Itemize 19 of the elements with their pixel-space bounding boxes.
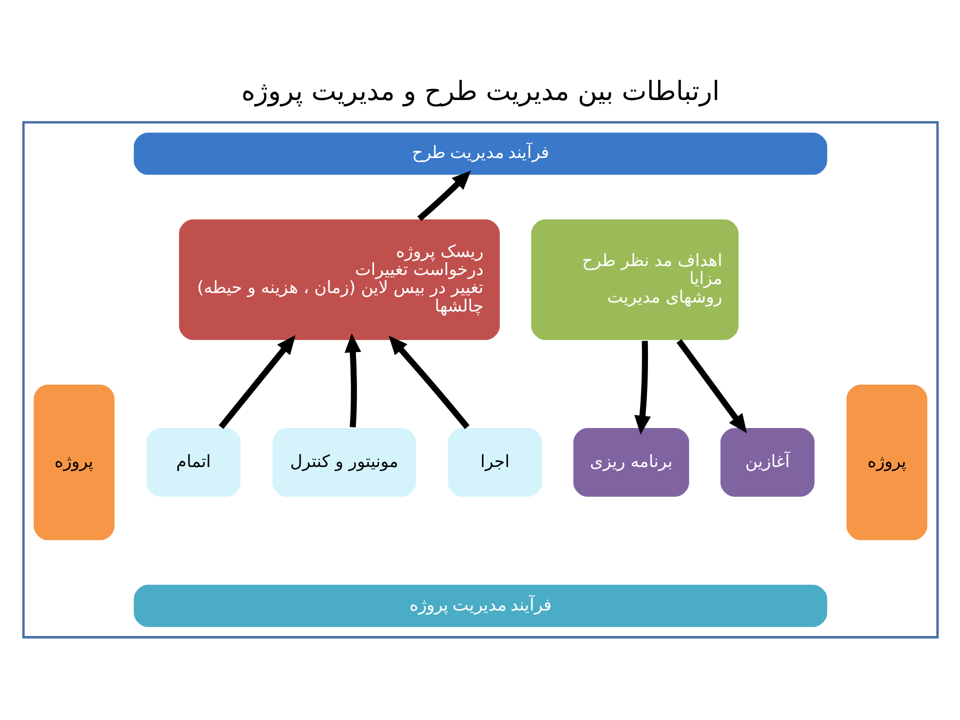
arrow	[634, 340, 650, 434]
cluster	[22, 120, 938, 638]
node-box: مونیتور و کنترل	[270, 426, 417, 498]
node-box: اهداف مد نظر طرح مزایا روشهای مدیریت	[529, 218, 740, 341]
arrow	[676, 338, 746, 433]
node-box: آغازین	[718, 426, 816, 498]
node-box: پروژه	[32, 382, 116, 541]
arrow	[344, 332, 361, 427]
diagram-title: ارتباطات بین مدیریت طرح و مدیریت پروژه	[240, 76, 720, 107]
arrow	[388, 335, 470, 429]
node-box: فرآیند مدیریت طرح	[132, 130, 828, 176]
node-box: اجرا	[446, 426, 543, 498]
node-box: اتمام	[144, 426, 242, 498]
node-box: فرآیند مدیریت پروژه	[132, 583, 828, 628]
node-box: برنامه ریزی	[572, 426, 690, 498]
arrow	[416, 170, 470, 221]
node-box: پروژه	[844, 382, 928, 541]
arrow	[218, 334, 296, 429]
node-box: ریسک پروژه درخواست تغییرات تغییر در بیس لاین (زمان ، هزینه و حیطه) چالشها	[177, 218, 500, 341]
